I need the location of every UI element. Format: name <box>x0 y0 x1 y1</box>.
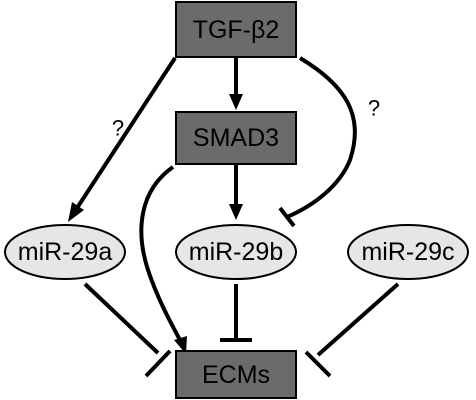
edge-mir29c-to-ecms <box>316 282 400 357</box>
node-mir-29b: miR-29b <box>175 224 297 280</box>
node-ecms: ECMs <box>175 350 297 399</box>
arrowhead-mir29a <box>68 202 84 222</box>
node-label-mir-29b: miR-29b <box>189 238 283 266</box>
node-smad3: SMAD3 <box>175 111 297 165</box>
node-label-mir-29c: miR-29c <box>361 238 454 266</box>
node-mir-29c: miR-29c <box>347 224 469 280</box>
node-tgf-beta2: TGF-β2 <box>175 1 297 58</box>
edge-label-tgf-mir29a: ? <box>112 116 124 141</box>
edges: ? ? <box>68 56 400 378</box>
node-label-smad3: SMAD3 <box>193 124 279 152</box>
arrowhead-smad3 <box>229 94 243 110</box>
edge-label-tgf-mir29b: ? <box>368 96 380 121</box>
node-label-ecms: ECMs <box>202 361 270 389</box>
arrowhead-ecms-from-smad3 <box>174 336 187 354</box>
inhibition-bar-mir29a <box>144 349 172 378</box>
node-label-tgf-beta2: TGF-β2 <box>193 16 280 44</box>
node-mir-29a: miR-29a <box>4 224 126 280</box>
arrowhead-mir29b <box>229 204 243 220</box>
edge-tgf-to-mir29a <box>75 56 177 210</box>
nodes: TGF-β2 SMAD3 miR-29a miR-29b miR-29c ECM… <box>4 1 469 399</box>
node-label-mir-29a: miR-29a <box>18 238 113 266</box>
edge-mir29a-to-ecms <box>83 282 160 355</box>
inhibition-bar-mir29c <box>304 350 332 378</box>
edge-smad3-to-ecms <box>139 165 182 341</box>
edge-tgf-to-mir29b <box>286 56 357 219</box>
inhibition-bar-mir29b <box>278 206 296 228</box>
